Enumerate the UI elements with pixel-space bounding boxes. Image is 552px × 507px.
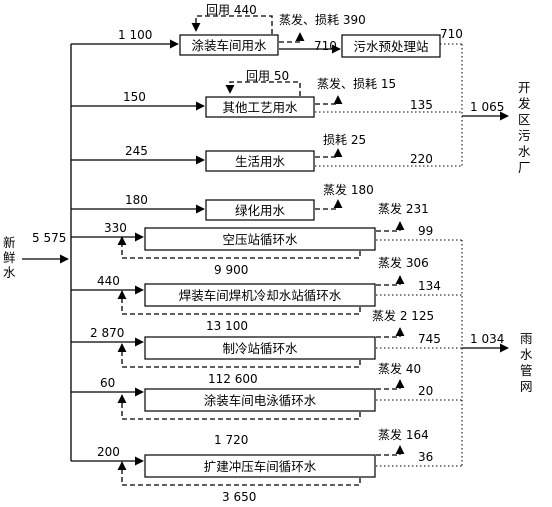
unit9-box xyxy=(144,454,376,478)
unit2-loss-arrow xyxy=(315,95,343,105)
unit2-supply: 150 xyxy=(123,90,146,104)
unit6-label: 焊装车间焊机冷却水站循环水 xyxy=(179,288,342,303)
unit7-recirc-loop xyxy=(117,343,361,368)
rain-label-char-3: 管 xyxy=(520,363,533,378)
unit2-reuse: 回用 50 xyxy=(246,69,289,83)
unit6-box xyxy=(144,283,376,307)
rain-label-char-1: 雨 xyxy=(520,331,533,346)
unit9-recirc-loop xyxy=(117,461,361,486)
unit2-box xyxy=(205,96,315,118)
sewage-label-char-3: 区 xyxy=(518,112,531,127)
unit1-reuse-loop xyxy=(191,15,273,34)
rain-label-char-4: 网 xyxy=(520,379,533,394)
unit1-label: 涂装车间用水 xyxy=(191,38,267,53)
unit7-recirc: 112 600 xyxy=(208,372,258,386)
source-label-char-2: 鲜 xyxy=(3,250,16,265)
pretreat-box xyxy=(341,34,441,58)
unit6-supply: 440 xyxy=(97,274,120,288)
sewage-total: 1 065 xyxy=(470,100,504,114)
unit9-loss: 蒸发 164 xyxy=(378,427,429,442)
rain-total: 1 034 xyxy=(470,332,504,346)
unit8-loss-arrow xyxy=(376,379,405,390)
unit2-loss: 蒸发、损耗 15 xyxy=(317,76,396,91)
sewage-label-char-4: 污 xyxy=(518,128,531,143)
unit6-loss: 蒸发 306 xyxy=(378,255,429,270)
unit8-supply: 60 xyxy=(100,376,115,390)
unit6-loss-arrow xyxy=(376,275,405,286)
pretreat-label: 污水预处理站 xyxy=(353,39,428,54)
unit1-reuse: 回用 440 xyxy=(206,3,257,17)
unit1-supply: 1 100 xyxy=(118,28,152,42)
source-label-char-3: 水 xyxy=(3,265,16,280)
unit4-loss: 蒸发 180 xyxy=(323,182,374,197)
unit1-loss-arrow xyxy=(279,32,305,43)
unit9-label: 扩建冲压车间循环水 xyxy=(204,459,317,474)
unit4-supply: 180 xyxy=(125,193,148,207)
unit5-box xyxy=(144,227,376,251)
unit1-out: 710 xyxy=(314,39,337,53)
unit2-out: 135 xyxy=(410,98,433,112)
unit8-label: 涂装车间电泳循环水 xyxy=(204,393,317,408)
source-label-char-1: 新 xyxy=(3,235,16,250)
unit3-loss-arrow xyxy=(315,148,343,158)
unit9-out: 36 xyxy=(418,450,433,464)
unit7-loss-arrow xyxy=(376,327,405,338)
sewage-label-char-1: 开 xyxy=(518,80,531,95)
unit5-loss-arrow xyxy=(376,221,405,232)
unit4-label: 绿化用水 xyxy=(235,203,286,218)
unit7-box xyxy=(144,336,376,360)
sewage-label-char-2: 发 xyxy=(518,96,531,111)
unit2-reuse-loop xyxy=(225,81,301,96)
rain-label-char-2: 水 xyxy=(520,347,533,362)
unit3-out: 220 xyxy=(410,152,433,166)
source-total: 5 575 xyxy=(32,231,66,245)
unit1-loss: 蒸发、损耗 390 xyxy=(279,12,366,27)
unit9-supply: 200 xyxy=(97,445,120,459)
unit1-box xyxy=(179,34,279,56)
unit7-label: 制冷站循环水 xyxy=(222,341,298,356)
unit5-label: 空压站循环水 xyxy=(222,232,298,247)
unit5-loss: 蒸发 231 xyxy=(378,201,429,216)
unit2-label: 其他工艺用水 xyxy=(222,100,298,115)
pretreat-out: 710 xyxy=(440,27,463,41)
unit5-recirc-loop xyxy=(117,236,361,259)
unit3-box xyxy=(205,150,315,172)
unit5-out: 99 xyxy=(418,224,433,238)
unit8-recirc-loop xyxy=(117,394,361,420)
sewage-label-char-6: 厂 xyxy=(518,160,531,175)
unit8-loss: 蒸发 40 xyxy=(378,361,421,376)
unit4-loss-arrow xyxy=(315,199,343,210)
unit3-label: 生活用水 xyxy=(235,154,286,169)
unit8-out: 20 xyxy=(418,384,433,398)
unit8-box xyxy=(144,388,376,412)
unit4-box xyxy=(205,199,315,221)
unit6-recirc: 13 100 xyxy=(206,319,248,333)
unit3-loss: 损耗 25 xyxy=(323,133,366,147)
unit5-supply: 330 xyxy=(104,221,127,235)
unit5-recirc: 9 900 xyxy=(214,263,248,277)
unit9-recirc-top: 1 720 xyxy=(214,433,248,447)
unit7-supply: 2 870 xyxy=(90,326,124,340)
sewage-label-char-5: 水 xyxy=(518,144,531,159)
unit7-loss: 蒸发 2 125 xyxy=(372,308,434,323)
unit9-loss-arrow xyxy=(376,445,405,456)
unit7-out: 745 xyxy=(418,332,441,346)
unit9-recirc: 3 650 xyxy=(222,490,256,504)
unit6-recirc-loop xyxy=(117,290,361,315)
unit3-supply: 245 xyxy=(125,144,148,158)
unit6-out: 134 xyxy=(418,279,441,293)
